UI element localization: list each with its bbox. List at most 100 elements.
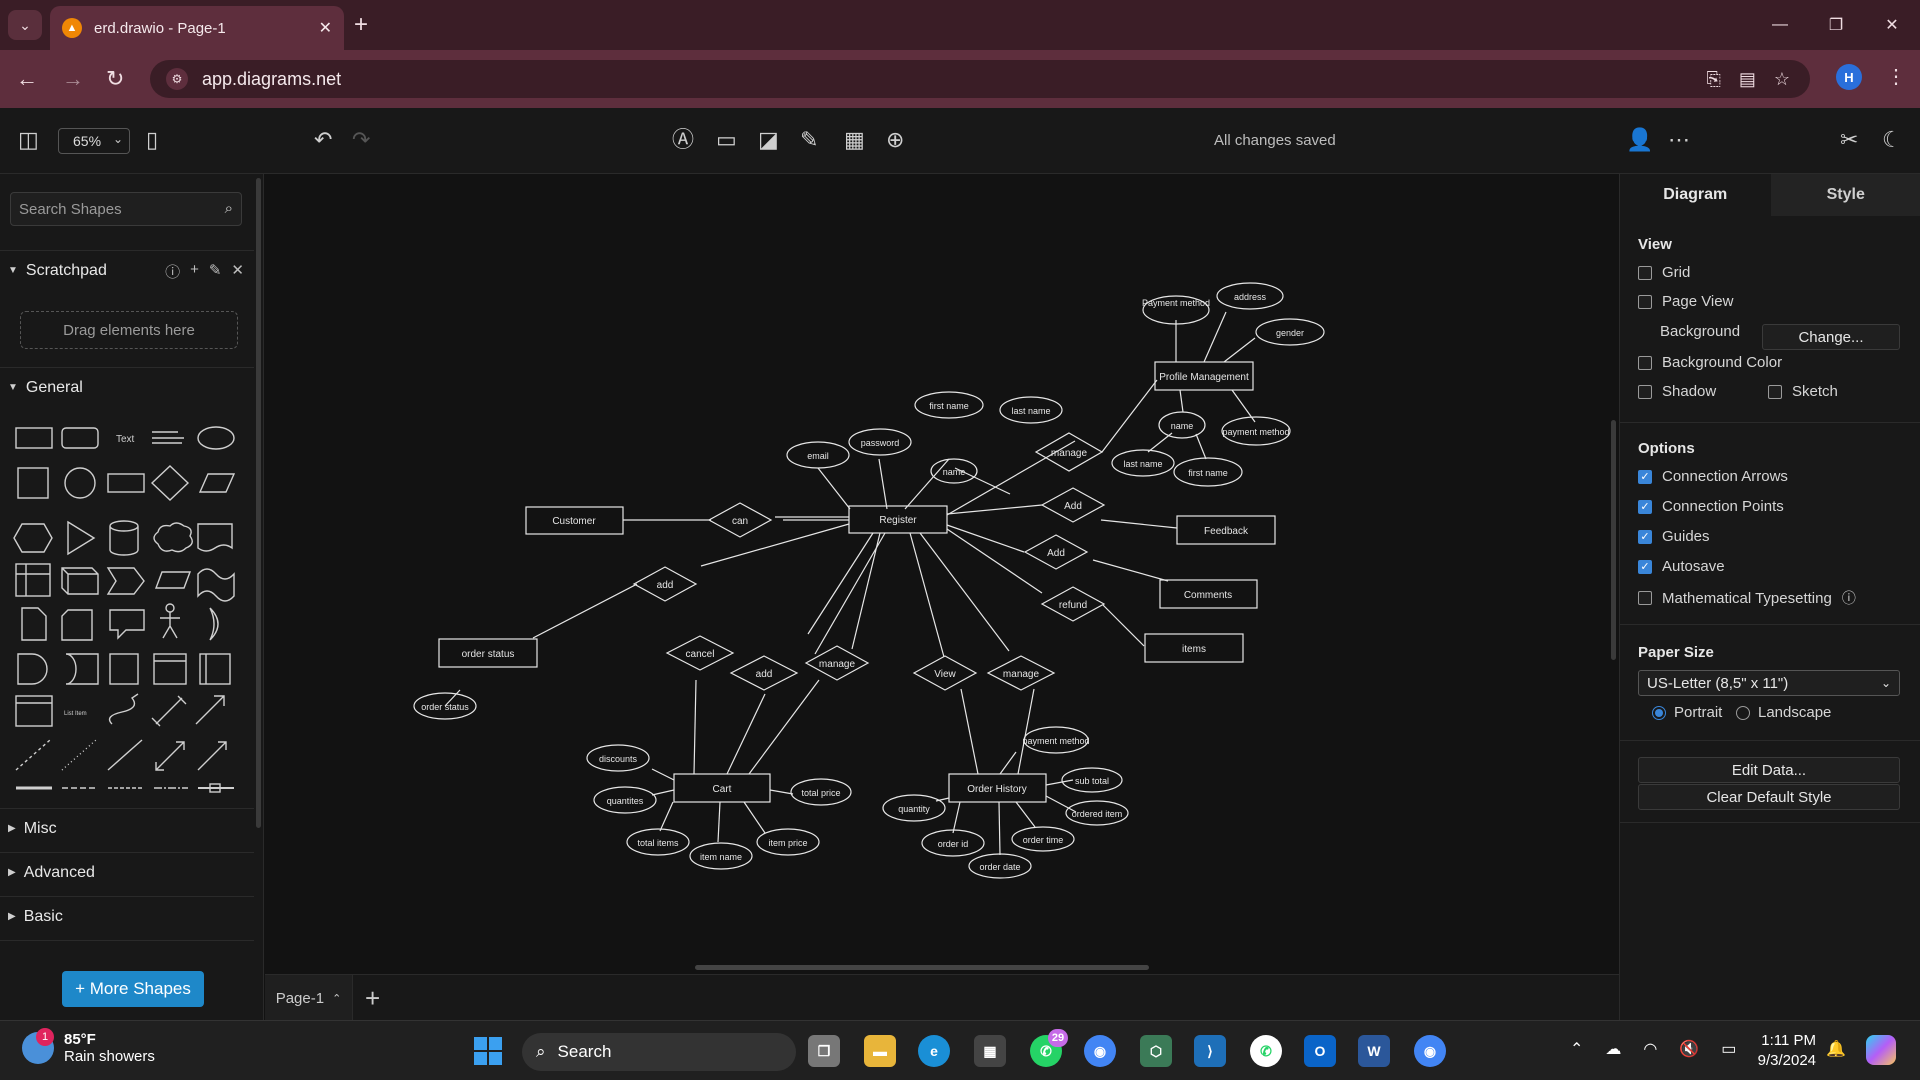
canvas-vertical-scrollbar[interactable] [1611, 420, 1616, 660]
file-explorer-icon[interactable]: ▬ [864, 1035, 896, 1067]
chrome-icon[interactable]: ◉ [1084, 1035, 1116, 1067]
task-view-icon[interactable]: ❐ [808, 1035, 840, 1067]
bookmark-star-icon[interactable]: ☆ [1773, 68, 1790, 89]
share-icon[interactable]: 👤 [1626, 127, 1654, 152]
general-header[interactable]: ▼General [0, 367, 254, 407]
connection-arrows-checkbox[interactable]: ✓ [1638, 469, 1652, 484]
attr-password[interactable]: password [861, 438, 900, 448]
guides-row[interactable]: ✓Guides [1638, 528, 1710, 545]
restore-icon[interactable]: ❐ [1828, 17, 1844, 34]
portrait-row[interactable]: Portrait [1652, 704, 1722, 721]
connection-arrows-row[interactable]: ✓Connection Arrows [1638, 468, 1788, 485]
attr-name[interactable]: name [943, 467, 966, 477]
entity-feedback[interactable]: Feedback [1204, 526, 1249, 537]
relationship-manage[interactable]: manage [1051, 448, 1088, 459]
relationship-add-feedback[interactable]: Add [1064, 501, 1082, 512]
attr-item-name[interactable]: item name [700, 852, 742, 862]
advanced-header[interactable]: ▶Advanced [0, 852, 254, 892]
attr-name-profile[interactable]: name [1171, 421, 1194, 431]
format-panel-toggle-icon[interactable]: ◫ [18, 127, 39, 152]
insert-icon[interactable]: ⊕ [886, 127, 905, 152]
relationship-view[interactable]: View [934, 669, 956, 680]
format-icon[interactable]: ✂ [1840, 127, 1859, 152]
outlook-icon[interactable]: O [1304, 1035, 1336, 1067]
tab-style[interactable]: Style [1770, 174, 1920, 216]
erd-diagram[interactable]: Customer Register Profile Management Fee… [265, 174, 1619, 974]
entity-order-history[interactable]: Order History [967, 784, 1026, 795]
attr-email[interactable]: email [807, 451, 829, 461]
tab-close-icon[interactable]: ✕ [318, 20, 332, 37]
scratchpad-header[interactable]: ▼Scratchpad ⓘ+✎✕ [0, 250, 254, 290]
shadow-row[interactable]: Shadow [1638, 383, 1716, 400]
scratchpad-drop-zone[interactable]: Drag elements here [20, 311, 238, 349]
profile-avatar[interactable]: H [1836, 64, 1862, 90]
canvas-horizontal-scrollbar[interactable] [695, 965, 1149, 970]
portrait-radio[interactable] [1652, 705, 1666, 720]
search-shapes-input[interactable]: Search Shapes⌕ [10, 192, 242, 226]
edge-icon[interactable]: e [918, 1035, 950, 1067]
table-tool-icon[interactable]: ▦ [844, 127, 865, 152]
forward-icon[interactable]: → [62, 66, 84, 91]
zoom-select[interactable]: 65%⌄ [58, 128, 130, 154]
minimize-icon[interactable]: — [1772, 16, 1788, 33]
word-icon[interactable]: W [1358, 1035, 1390, 1067]
guides-checkbox[interactable]: ✓ [1638, 529, 1652, 544]
notification-bell-icon[interactable]: 🔔 [1826, 1041, 1846, 1058]
change-background-button[interactable]: Change... [1762, 324, 1900, 350]
background-color-row[interactable]: Background Color [1638, 354, 1782, 371]
entity-order-status[interactable]: order status [462, 649, 515, 660]
grid-checkbox-row[interactable]: Grid [1638, 264, 1690, 281]
attr-quantity[interactable]: quantity [898, 804, 930, 814]
install-app-icon[interactable]: ⎘ [1706, 68, 1721, 89]
autosave-checkbox[interactable]: ✓ [1638, 559, 1652, 574]
left-panel-scrollbar[interactable] [256, 178, 261, 828]
background-color-checkbox[interactable] [1638, 355, 1652, 370]
grid-checkbox[interactable] [1638, 265, 1652, 280]
edit-icon[interactable]: ✎ [208, 262, 222, 279]
entity-customer[interactable]: Customer [552, 516, 596, 527]
attr-sub-total[interactable]: sub total [1075, 776, 1109, 786]
attr-payment-method-3[interactable]: payment method [1022, 736, 1089, 746]
whatsapp-icon[interactable]: ✆29 [1030, 1029, 1068, 1067]
rectangle-tool-icon[interactable]: ▭ [716, 127, 737, 152]
back-icon[interactable]: ← [16, 66, 38, 91]
autosave-row[interactable]: ✓Autosave [1638, 558, 1725, 575]
text-tool-icon[interactable]: Ⓐ [672, 127, 695, 152]
misc-header[interactable]: ▶Misc [0, 808, 254, 848]
connection-points-checkbox[interactable]: ✓ [1638, 499, 1652, 514]
tab-diagram[interactable]: Diagram [1663, 186, 1728, 203]
attr-order-time[interactable]: order time [1023, 835, 1064, 845]
attr-address[interactable]: address [1234, 292, 1267, 302]
attr-total-items[interactable]: total items [637, 838, 679, 848]
clear-default-style-button[interactable]: Clear Default Style [1638, 784, 1900, 810]
site-info-icon[interactable]: ⚙ [166, 68, 188, 90]
attr-first-name[interactable]: first name [929, 401, 969, 411]
entity-profile-management[interactable]: Profile Management [1159, 372, 1249, 383]
store-icon[interactable]: ▦ [974, 1035, 1006, 1067]
paper-size-select[interactable]: US-Letter (8,5" x 11")⌄ [1638, 670, 1900, 696]
close-icon[interactable]: ✕ [231, 262, 244, 279]
dark-mode-icon[interactable]: ☾ [1882, 127, 1902, 152]
attr-order-id[interactable]: order id [938, 839, 969, 849]
landscape-radio[interactable] [1736, 705, 1750, 720]
wifi-icon[interactable]: ◠ [1643, 1041, 1658, 1058]
undo-icon[interactable]: ↶ [314, 127, 333, 152]
help-icon[interactable]: ⓘ [165, 264, 181, 281]
attr-quantites[interactable]: quantites [607, 796, 644, 806]
add-icon[interactable]: + [190, 261, 199, 278]
clock[interactable]: 1:11 PM 9/3/2024 [1746, 1031, 1816, 1071]
entity-cart[interactable]: Cart [713, 784, 732, 795]
attr-ordered-item[interactable]: ordered item [1072, 809, 1123, 819]
vscode-icon[interactable]: ⟩ [1194, 1035, 1226, 1067]
entity-register[interactable]: Register [879, 515, 917, 526]
relationship-add-order[interactable]: add [657, 580, 674, 591]
omnibox[interactable]: ⚙ app.diagrams.net ⎘ ▤ ☆ [150, 60, 1810, 98]
page-view-checkbox-row[interactable]: Page View [1638, 293, 1733, 310]
chrome-active-icon[interactable]: ◉ [1414, 1035, 1446, 1067]
more-options-icon[interactable]: ⋯ [1668, 127, 1690, 152]
attr-order-date[interactable]: order date [979, 862, 1020, 872]
browser-menu-icon[interactable]: ⋮ [1886, 66, 1906, 88]
relationship-can[interactable]: can [732, 516, 748, 527]
volume-muted-icon[interactable]: 🔇 [1679, 1041, 1700, 1058]
